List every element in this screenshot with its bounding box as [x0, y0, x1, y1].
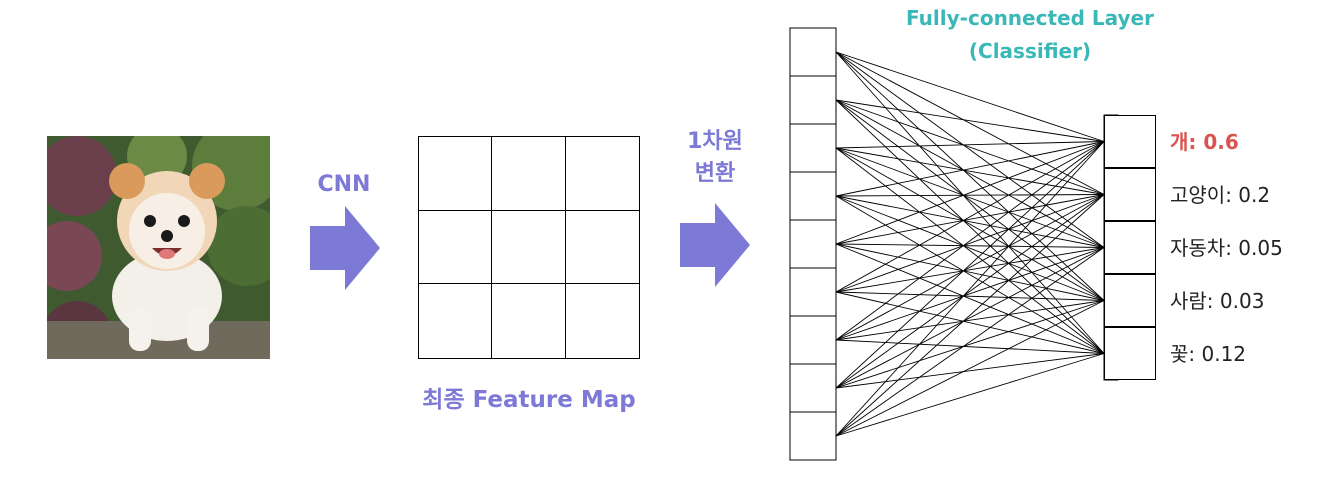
connection-edge: [835, 141, 1105, 197]
connection-edge: [835, 194, 1105, 341]
fc-title-line1: Fully-connected Layer: [906, 6, 1154, 30]
connection-edge: [835, 99, 1105, 354]
input-node: [789, 123, 837, 173]
input-node: [789, 411, 837, 461]
output-node-box: [1104, 168, 1156, 221]
connection-edge: [835, 194, 1105, 437]
input-node: [789, 363, 837, 413]
input-node: [789, 267, 837, 317]
output-label: 사람: 0.03: [1170, 289, 1265, 313]
connection-edge: [835, 147, 1105, 248]
connection-edge: [835, 141, 1105, 245]
connection-edge: [835, 51, 1105, 301]
connection-edge: [835, 141, 1105, 341]
connection-edge: [835, 353, 1105, 437]
connection-edge: [835, 194, 1105, 245]
connection-edge: [835, 141, 1105, 437]
dog-photo: [47, 136, 270, 359]
flatten-arrow-icon: [680, 203, 750, 287]
feature-map-cell: [419, 210, 493, 285]
feature-map-cell: [565, 211, 639, 285]
connection-edge: [835, 141, 1105, 149]
connection-edge: [835, 300, 1105, 341]
connection-edge: [835, 339, 1105, 354]
connection-edge: [835, 99, 1105, 142]
input-node: [789, 171, 837, 221]
connection-edge: [835, 99, 1105, 301]
feature-map-cell: [492, 284, 566, 358]
connection-edge: [835, 195, 1105, 301]
feature-map-cell: [492, 137, 566, 211]
cnn-arrow-icon: [310, 206, 380, 290]
connection-edge: [835, 247, 1105, 389]
output-label: 자동차: 0.05: [1170, 236, 1283, 260]
connection-edge: [835, 291, 1105, 301]
connection-edge: [835, 195, 1105, 248]
fc-layer-title: Fully-connected Layer (Classifier): [850, 2, 1210, 68]
output-node-box: [1104, 221, 1156, 274]
output-label: 꽃: 0.12: [1170, 342, 1247, 366]
connection-edge: [835, 194, 1105, 197]
input-node: [789, 219, 837, 269]
connection-edge: [835, 51, 1105, 248]
fully-connected-network: [789, 27, 1119, 461]
feature-map-cell: [566, 284, 639, 358]
feature-map-grid: [418, 136, 640, 359]
feature-map-label: 최종 Feature Map: [422, 387, 636, 413]
connection-edge: [835, 51, 1105, 354]
connection-edge: [835, 141, 1105, 389]
feature-map-cell: [492, 210, 566, 285]
flatten-label-line1: 1차원: [687, 129, 743, 154]
dog-image: [47, 136, 270, 359]
connection-edge: [835, 51, 1105, 142]
output-node-box: [1104, 274, 1156, 327]
connection-edge: [835, 195, 1105, 354]
connection-edge: [835, 141, 1105, 293]
connection-edge: [835, 194, 1105, 293]
connection-edge: [835, 243, 1105, 301]
connection-edge: [835, 247, 1105, 437]
connection-edge: [835, 243, 1105, 248]
flatten-label-line2: 변환: [694, 161, 736, 186]
output-node-box: [1104, 115, 1156, 168]
output-label: 고양이: 0.2: [1170, 183, 1271, 207]
connection-edge: [835, 99, 1105, 195]
connection-edge: [835, 300, 1105, 437]
feature-map-cell: [565, 137, 639, 211]
cnn-label: CNN: [317, 172, 371, 197]
connection-edge: [835, 147, 1105, 195]
connection-edge: [835, 51, 1105, 195]
output-label-top: 개: 0.6: [1170, 130, 1239, 154]
input-node: [789, 315, 837, 365]
connection-edge: [835, 247, 1105, 341]
input-node: [789, 75, 837, 125]
connection-edge: [835, 243, 1105, 354]
flatten-label: 1차원 변환: [676, 126, 754, 190]
input-node: [789, 27, 837, 77]
connection-edge: [835, 247, 1105, 293]
output-node-box: [1104, 327, 1156, 380]
connection-edge: [835, 353, 1105, 389]
feature-map-cell: [419, 284, 493, 358]
connection-edge: [835, 291, 1105, 354]
connection-edge: [835, 99, 1105, 248]
connection-edge: [835, 147, 1105, 301]
fc-title-line2: (Classifier): [968, 39, 1092, 63]
feature-map-cell: [419, 137, 493, 211]
connection-edge: [835, 147, 1105, 354]
connection-edge: [835, 300, 1105, 389]
connection-edge: [835, 194, 1105, 389]
